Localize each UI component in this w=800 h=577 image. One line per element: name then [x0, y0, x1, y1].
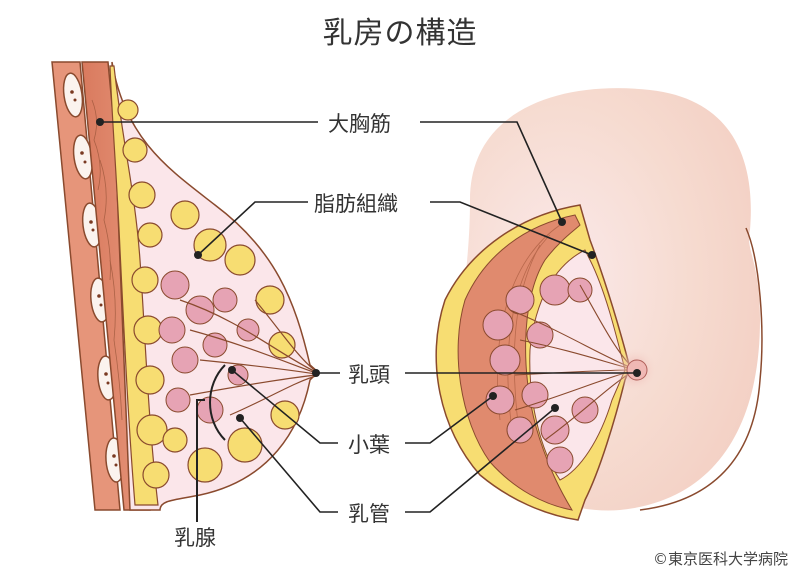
leader-pectoralis-right — [420, 121, 563, 223]
copyright-notice: ©東京医科大学病院 — [652, 550, 788, 568]
side-cross-section — [51, 61, 320, 522]
label-lobule: 小葉 — [346, 429, 392, 459]
leader-fat-right — [430, 201, 593, 256]
ducts-side — [179, 299, 317, 416]
leader-duct-left — [239, 417, 338, 513]
label-lactiferous-duct: 乳管 — [346, 498, 392, 528]
label-pectoralis-major: 大胸筋 — [326, 108, 393, 138]
front-view — [435, 88, 763, 521]
leader-lines — [100, 121, 637, 513]
rib-layer — [51, 61, 121, 511]
label-adipose-tissue: 脂肪組織 — [312, 188, 400, 218]
rib-bones — [62, 72, 125, 483]
label-mammary-gland: 乳腺 — [172, 522, 218, 552]
diagram-title: 乳房の構造 — [322, 16, 478, 51]
mammary-gland-bracket — [209, 364, 226, 441]
leader-fat-left — [197, 201, 308, 256]
leader-lobule-right — [405, 395, 494, 444]
leader-lobule-left — [231, 369, 338, 444]
leader-dots — [96, 118, 641, 422]
leader-duct-right — [405, 407, 556, 513]
label-nipple: 乳頭 — [346, 359, 392, 389]
